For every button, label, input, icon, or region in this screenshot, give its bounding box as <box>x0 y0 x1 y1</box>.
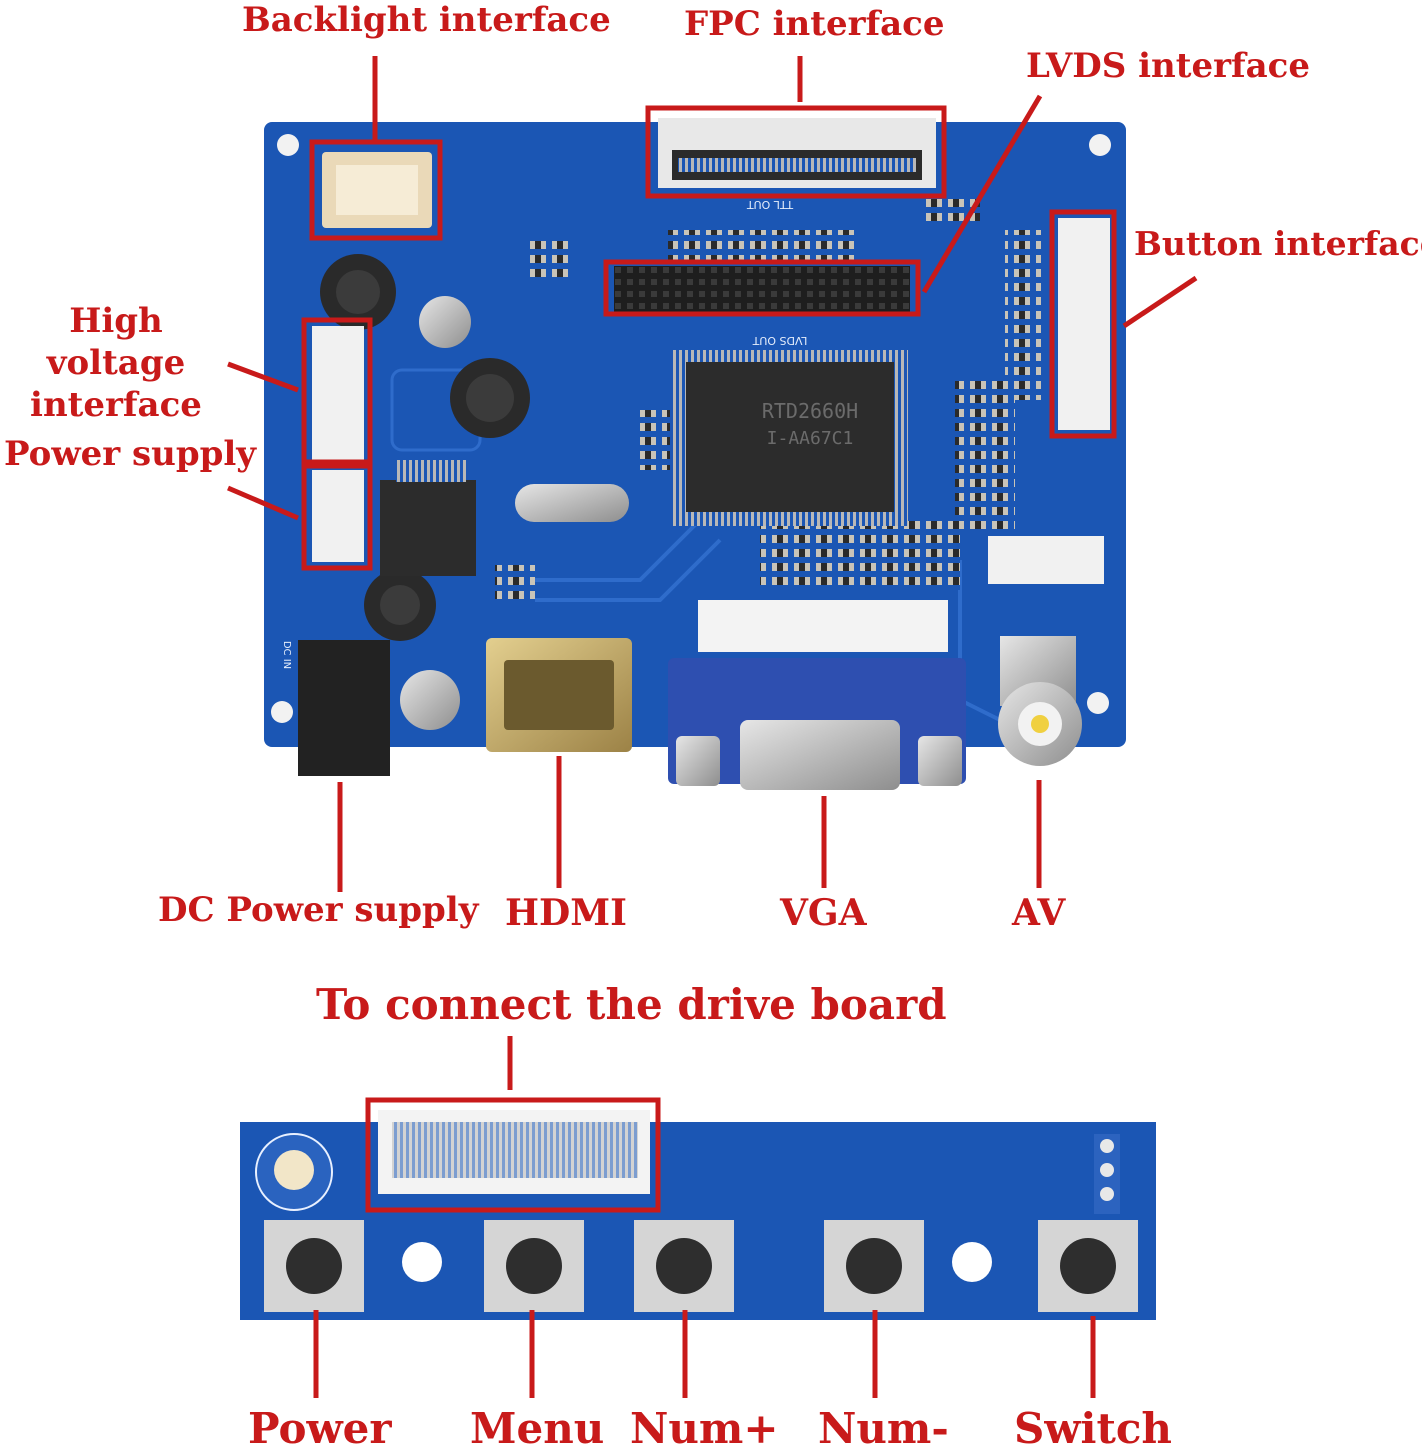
label-button-power: Power <box>248 1404 392 1453</box>
button-leader-lines <box>313 1036 1096 1398</box>
chip-text-2: I-AA67C1 <box>767 428 854 449</box>
chip-text-1: RTD2660H <box>762 399 858 423</box>
label-button-interface: Button interface <box>1134 224 1422 263</box>
label-button-num-minus: Num- <box>818 1404 949 1453</box>
label-dc-power-supply: DC Power supply <box>158 890 479 930</box>
label-high-voltage-interface: High voltage interface <box>4 300 228 426</box>
leader-lines <box>227 56 1198 892</box>
main-chip <box>686 362 894 512</box>
switch-num-minus <box>824 1220 924 1312</box>
label-fpc-interface: FPC interface <box>684 4 945 44</box>
label-button-num-plus: Num+ <box>630 1404 779 1453</box>
label-button-switch: Switch <box>1014 1404 1172 1453</box>
button-interface-highlight <box>1049 209 1117 439</box>
wide-connector <box>698 600 948 652</box>
label-lvds-interface: LVDS interface <box>1026 46 1311 86</box>
label-hdmi: HDMI <box>505 892 627 934</box>
label-button-menu: Menu <box>470 1404 605 1453</box>
highlight-boxes <box>301 105 1117 571</box>
mount-hole <box>1089 134 1111 156</box>
capacitor <box>419 296 471 348</box>
small-connector <box>988 536 1104 584</box>
mount-hole <box>952 1242 992 1282</box>
label-connect-drive-board: To connect the drive board <box>316 980 947 1029</box>
fpc-highlight <box>645 105 947 199</box>
drive-board-connector-highlight <box>365 1097 661 1213</box>
switch-menu <box>484 1220 584 1312</box>
switch-num-plus <box>634 1220 734 1312</box>
label-high-voltage-line-2: interface <box>30 385 202 425</box>
mount-hole <box>402 1242 442 1282</box>
label-power-supply: Power supply <box>4 434 257 474</box>
label-backlight-interface: Backlight interface <box>242 0 611 40</box>
backlight-highlight <box>309 139 443 241</box>
button-board <box>240 1110 1156 1320</box>
regulator <box>380 480 476 576</box>
mount-hole <box>1087 692 1109 714</box>
high-voltage-highlight <box>301 317 373 469</box>
high-voltage-connector <box>312 326 364 462</box>
lvds-highlight <box>603 259 921 317</box>
switch-switch <box>1038 1220 1138 1312</box>
dc-jack <box>298 640 390 776</box>
label-av: AV <box>1012 892 1066 934</box>
capacitor <box>400 670 460 730</box>
mount-hole <box>271 701 293 723</box>
power-supply-connector <box>312 470 364 562</box>
label-high-voltage-line-1: High voltage <box>46 301 186 383</box>
power-supply-highlight <box>301 459 373 571</box>
lvds-out-silkscreen: LVDS OUT <box>752 334 807 347</box>
mount-hole <box>277 134 299 156</box>
button-connector <box>1058 218 1110 430</box>
ttl-out-silkscreen: TTL OUT <box>747 198 795 211</box>
switch-power <box>264 1220 364 1312</box>
dc-in-silkscreen: DC IN <box>281 641 292 669</box>
main-board: RTD2660H I-AA67C1 TTL OUT LVDS OUT DC IN <box>264 118 1126 790</box>
label-vga: VGA <box>780 892 867 934</box>
lvds-header <box>614 266 910 312</box>
crystal <box>515 484 629 522</box>
